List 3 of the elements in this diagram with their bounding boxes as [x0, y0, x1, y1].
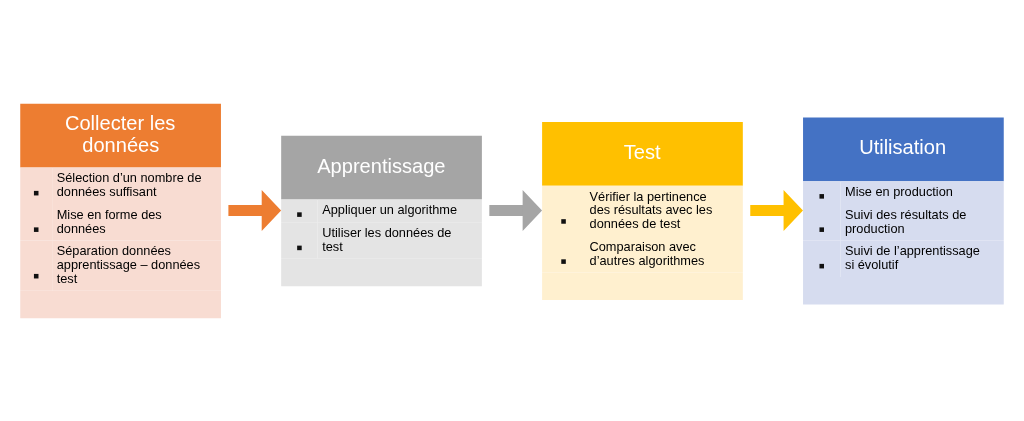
arrow — [750, 190, 803, 231]
arrow — [228, 190, 282, 231]
arrow — [489, 190, 543, 231]
